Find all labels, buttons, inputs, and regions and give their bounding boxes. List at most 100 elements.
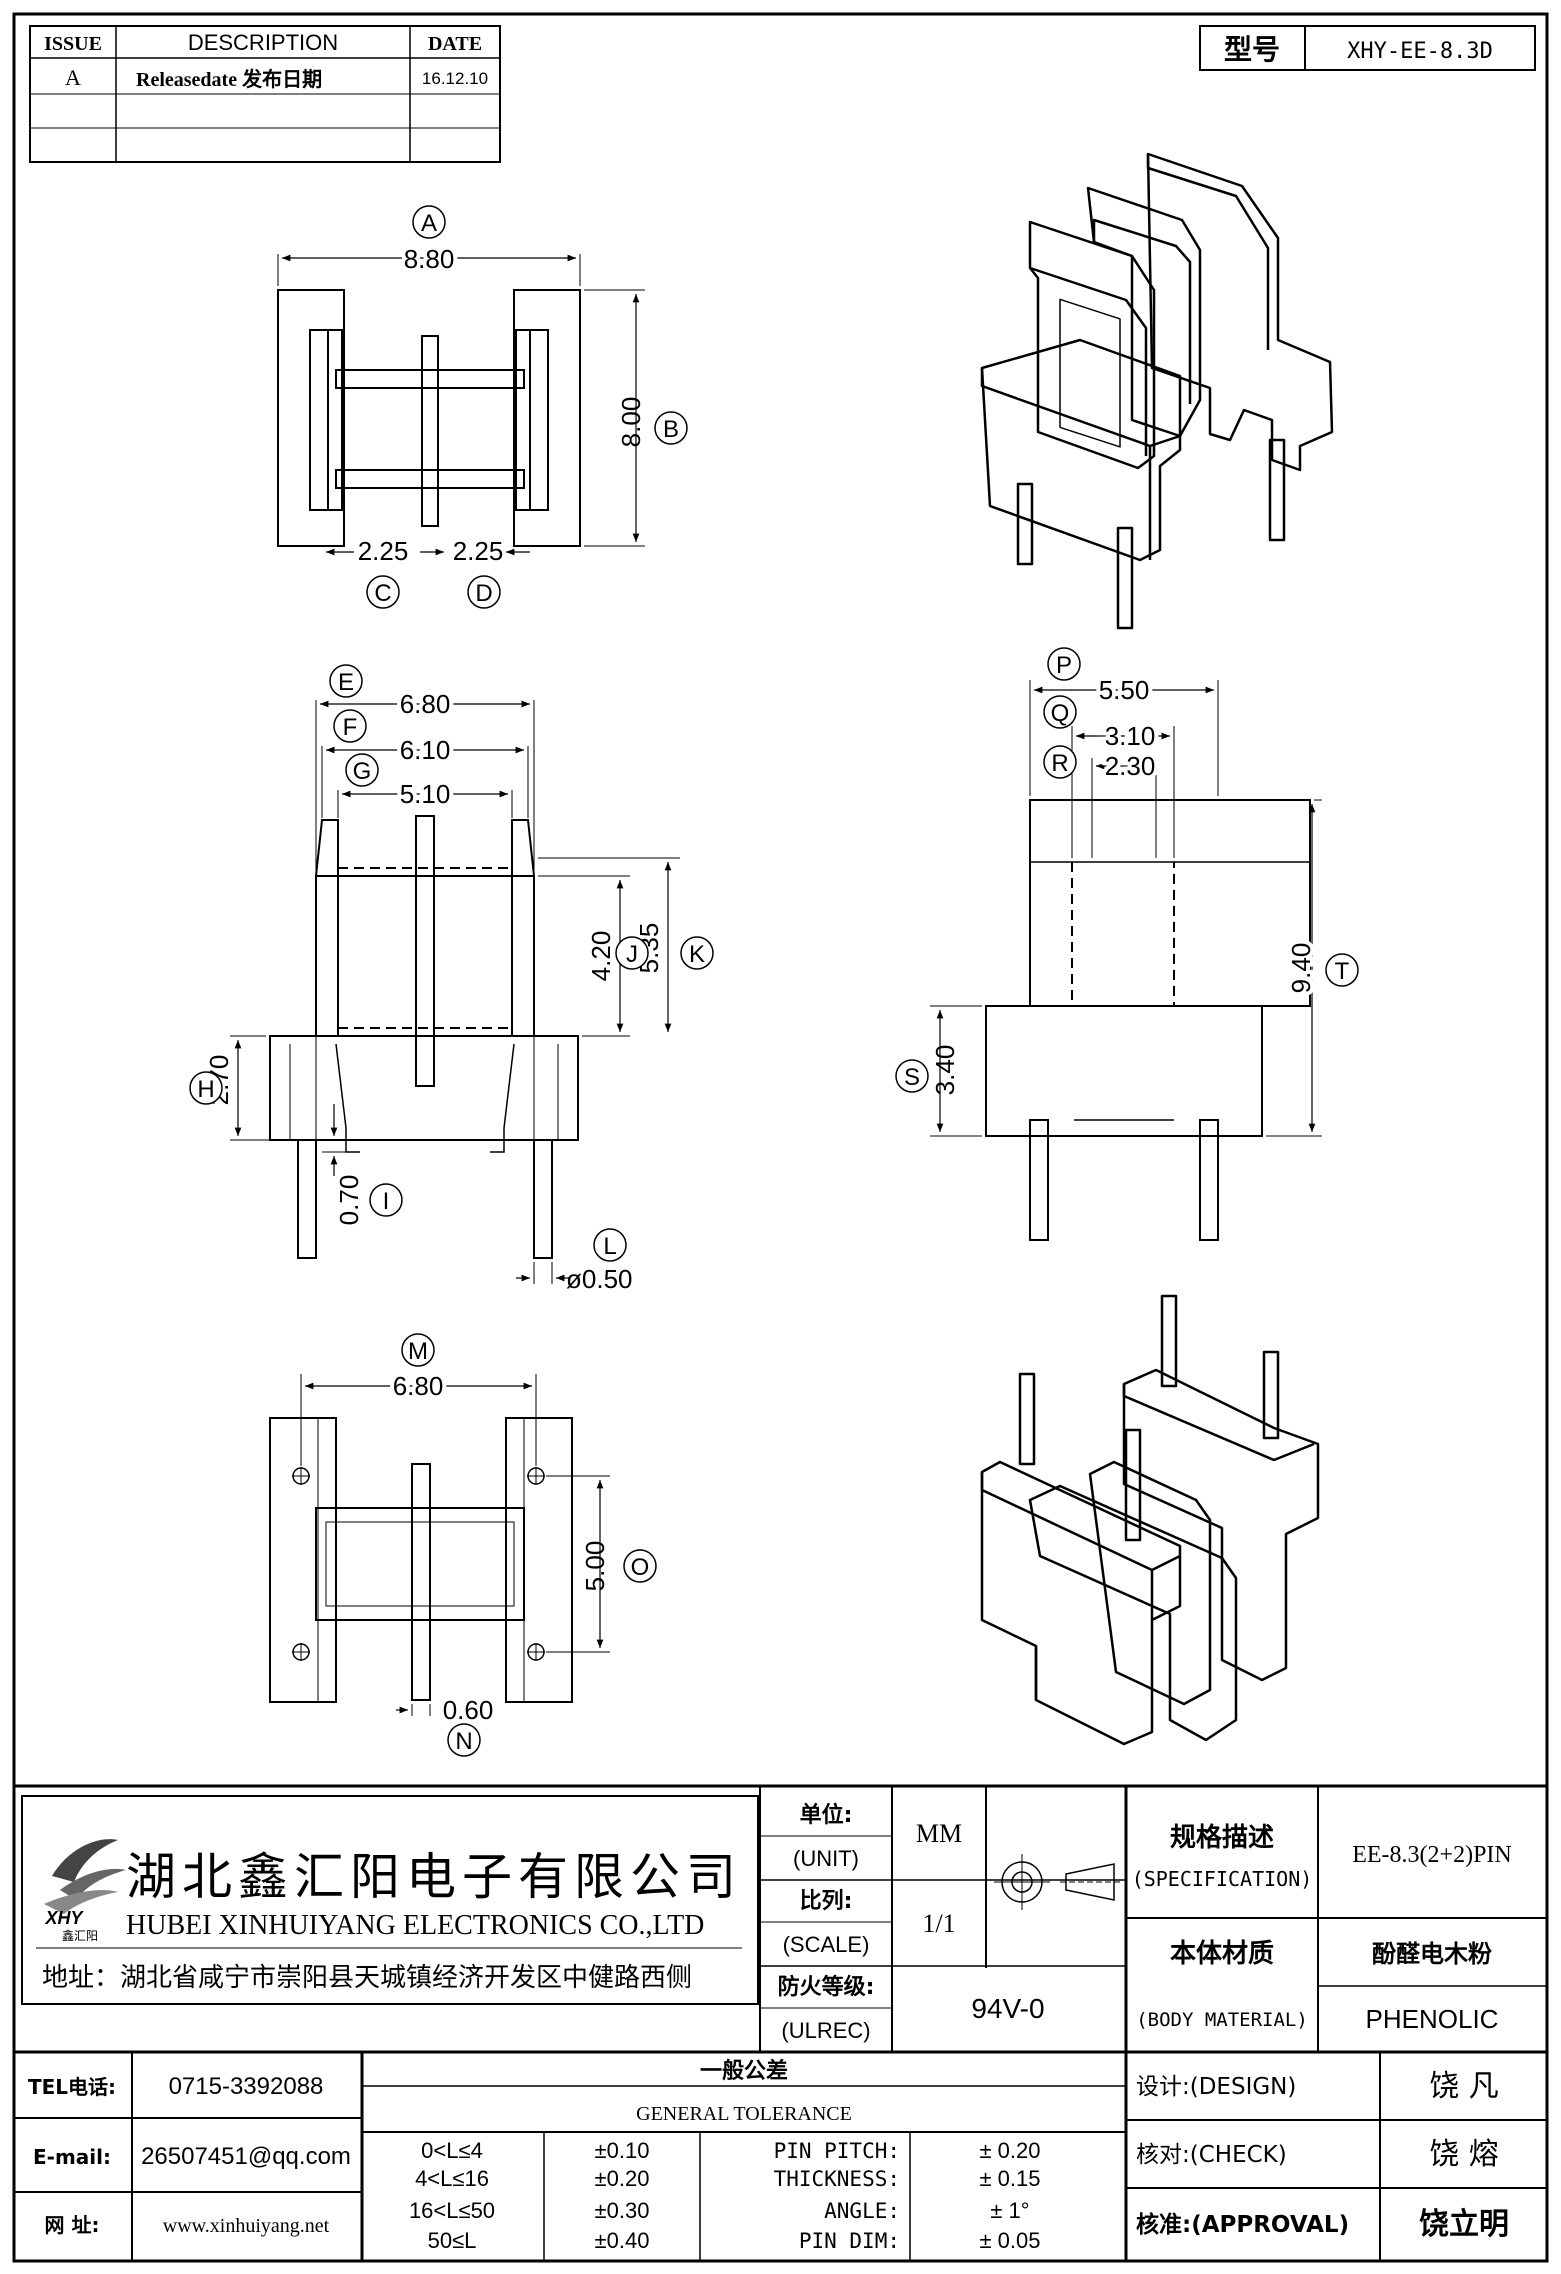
material-value-cn: 酚醛电木粉: [1372, 1940, 1492, 1968]
scale-value: 1/1: [922, 1909, 955, 1938]
dim-b-value: 8.00: [616, 397, 646, 448]
tol-range-1: 0<L≤4: [421, 2138, 483, 2163]
svg-text:鑫汇阳: 鑫汇阳: [62, 1928, 98, 1943]
front-view: [230, 700, 680, 1284]
title-block-grid: [14, 1786, 1547, 2261]
svg-text:D: D: [475, 580, 492, 607]
material-value-en: PHENOLIC: [1366, 2004, 1499, 2034]
tol-thickness-value: ± 0.15: [979, 2166, 1040, 2191]
tol-pin-dim-value: ± 0.05: [979, 2228, 1040, 2253]
svg-text:K: K: [689, 941, 705, 968]
dim-q-value: 3.10: [1105, 721, 1156, 751]
balloon-m: M: [401, 1333, 435, 1367]
svg-text:G: G: [353, 758, 372, 785]
rev-issue-a: A: [65, 65, 81, 90]
rev-header-description: DESCRIPTION: [188, 30, 338, 55]
svg-text:T: T: [1335, 958, 1350, 985]
svg-text:E: E: [338, 669, 354, 696]
dim-p-value: 5.50: [1099, 675, 1150, 705]
dim-e-value: 6.80: [400, 689, 451, 719]
balloon-h: H: [189, 1071, 223, 1105]
tel-value: 0715-3392088: [169, 2073, 324, 2100]
svg-text:H: H: [197, 1076, 214, 1103]
svg-text:A: A: [421, 210, 437, 237]
balloon-p: P: [1047, 647, 1081, 681]
balloon-n: N: [447, 1723, 481, 1757]
sheet-border: [12, 12, 1549, 2263]
dim-g-value: 5.10: [400, 779, 451, 809]
model-label: 型号: [1224, 33, 1280, 66]
balloon-t: T: [1325, 953, 1359, 987]
balloon-b: B: [654, 411, 688, 445]
company-name-en: HUBEI XINHUIYANG ELECTRONICS CO.,LTD: [126, 1910, 704, 1941]
svg-text:XHY: XHY: [44, 1908, 84, 1928]
tol-value-1: ±0.10: [595, 2138, 650, 2163]
dim-d-value: 2.25: [453, 536, 504, 566]
balloon-s: S: [895, 1059, 929, 1093]
web-value: www.xinhuiyang.net: [163, 2215, 330, 2237]
dim-n-value: 0.60: [443, 1695, 494, 1725]
material-label-cn: 本体材质: [1170, 1939, 1274, 1969]
unit-value: MM: [916, 1819, 962, 1848]
dim-r-value: 2.30: [1105, 751, 1156, 781]
dim-c-value: 2.25: [358, 536, 409, 566]
balloon-j: J: [615, 936, 649, 970]
rev-header-issue: ISSUE: [44, 33, 102, 55]
tol-range-4: 50≤L: [428, 2228, 477, 2253]
svg-text:O: O: [631, 1554, 650, 1581]
top-view: [277, 254, 645, 556]
email-label: E-mail:: [33, 2145, 111, 2169]
model-box: [1199, 25, 1536, 71]
unit-label-cn: 单位:: [800, 1802, 853, 1828]
company-logo: XHY 鑫汇阳: [44, 1839, 126, 1943]
tol-value-3: ±0.30: [595, 2198, 650, 2223]
model-value: XHY-EE-8.3D: [1347, 39, 1493, 64]
svg-text:C: C: [374, 580, 391, 607]
tel-label: TEL电话:: [28, 2075, 116, 2099]
balloon-g: G: [345, 753, 379, 787]
web-label: 网 址:: [45, 2213, 100, 2237]
dim-i-value: 0.70: [334, 1175, 364, 1226]
check-label: 核对:(CHECK): [1136, 2142, 1287, 2168]
tol-angle-label: ANGLE:: [824, 2199, 900, 2223]
balloon-r: R: [1043, 745, 1077, 779]
svg-text:M: M: [408, 1338, 428, 1365]
balloon-l: L: [593, 1228, 627, 1262]
bottom-view: [269, 1374, 610, 1716]
dim-t-value: 9.40: [1286, 943, 1316, 994]
dim-o-value: 5.00: [580, 1541, 610, 1592]
balloon-k: K: [680, 936, 714, 970]
isometric-view-top: [980, 152, 1334, 630]
dim-s-value: 3.40: [930, 1045, 960, 1096]
design-value: 饶 凡: [1429, 2069, 1499, 2104]
balloon-e: E: [329, 664, 363, 698]
dim-a-value: 8.80: [404, 244, 455, 274]
spec-value: EE-8.3(2+2)PIN: [1352, 1842, 1512, 1868]
tol-thickness-label: THICKNESS:: [774, 2167, 900, 2191]
svg-text:P: P: [1056, 652, 1072, 679]
balloon-i: I: [369, 1183, 403, 1217]
svg-text:J: J: [626, 941, 638, 968]
ulrec-label-cn: 防火等级:: [778, 1974, 875, 2000]
revision-table: [29, 25, 501, 163]
svg-text:B: B: [663, 416, 679, 443]
rev-header-date: DATE: [428, 33, 482, 55]
scale-label-cn: 比列:: [800, 1889, 853, 1914]
svg-text:S: S: [904, 1064, 920, 1091]
tol-pin-pitch-value: ± 0.20: [979, 2138, 1040, 2163]
balloon-d: D: [467, 575, 501, 609]
balloon-o: O: [623, 1549, 657, 1583]
balloon-f: F: [333, 709, 367, 743]
dim-l-value: ø0.50: [566, 1264, 633, 1294]
rev-description-a: Releasedate 发布日期: [136, 67, 322, 91]
email-value: 26507451@qq.com: [141, 2143, 351, 2170]
material-label-en: (BODY MATERIAL): [1136, 2009, 1308, 2031]
scale-label-en: (SCALE): [783, 1932, 870, 1957]
spec-label-cn: 规格描述: [1170, 1822, 1274, 1853]
svg-text:I: I: [383, 1188, 390, 1215]
tol-value-4: ±0.40: [595, 2228, 650, 2253]
company-name-cn: 湖北鑫汇阳电子有限公司: [126, 1848, 742, 1906]
approval-value: 饶立明: [1419, 2207, 1509, 2242]
tol-range-2: 4<L≤16: [415, 2166, 489, 2191]
